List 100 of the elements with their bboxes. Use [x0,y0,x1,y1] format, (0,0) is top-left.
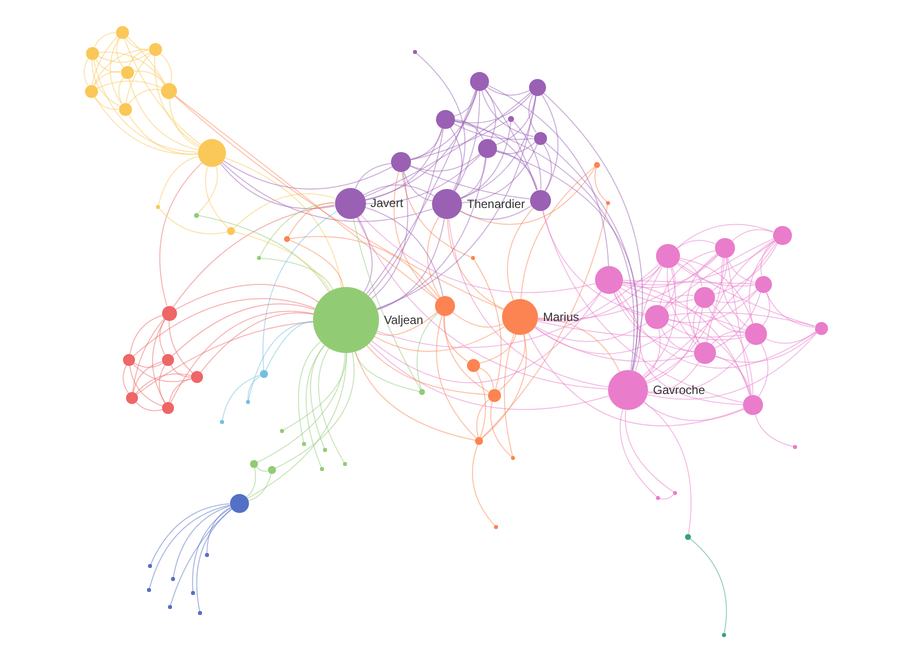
node-circle [227,227,235,235]
node-circle [168,605,172,609]
link-line [169,98,200,148]
link-line [170,310,314,404]
link-line [352,218,421,390]
link-line [534,304,698,354]
node-circle [250,460,258,468]
link-line [93,58,198,153]
link-line [97,52,150,63]
link-line [690,538,727,634]
link-line [720,257,748,328]
link-line [542,143,552,192]
link-line [444,316,489,392]
link-line [452,312,504,328]
link-line [666,323,746,340]
link-line [376,264,660,348]
link-line [659,494,674,500]
link-line [478,334,516,364]
node-label: Thenardier [467,197,526,211]
link-line [376,312,438,336]
node-circle [162,306,176,320]
link-line [246,467,256,498]
link-line [618,290,642,372]
link-line [364,128,443,201]
link-line [224,157,342,288]
node-circle [191,591,195,595]
node-label: Valjean [384,313,424,327]
link-line [318,348,345,463]
link-line [149,504,230,589]
link-line [374,326,506,352]
node-label: Gavroche [653,383,706,397]
link-line [498,334,526,392]
link-line [715,356,752,396]
node-circle [198,139,226,167]
link-line [766,291,815,328]
link-line [486,86,530,96]
link-line [222,162,434,222]
link-line [622,280,755,284]
node-circle [156,205,160,209]
node-circle [673,491,677,495]
node-circle [478,138,496,158]
node-circle [126,392,138,404]
link-line [130,314,162,355]
link-line [594,167,607,202]
node-circle [475,437,483,445]
link-line [542,210,744,404]
node-label: Marius [543,310,580,324]
link-line [748,241,776,324]
node-circle [220,420,224,424]
link-line [126,36,166,84]
link-line [175,284,319,310]
node-circle [511,456,515,460]
node-circle [534,132,546,144]
link-line [765,331,816,344]
link-line [481,204,608,439]
link-line [366,345,488,396]
node-circle [528,78,546,96]
link-line [116,37,124,68]
link-line [96,80,162,89]
link-line [732,229,774,242]
link-line [410,128,444,160]
link-line [644,242,777,379]
link-line [644,402,692,534]
link-line [364,206,444,297]
link-line [436,315,477,439]
link-line [714,332,817,363]
node-circle [793,445,797,449]
link-line [94,71,121,86]
link-line [368,342,610,410]
link-line [520,166,596,300]
link-line [403,171,433,202]
link-line [262,210,338,370]
link-line [677,262,816,327]
link-line [620,408,657,498]
link-line [222,374,261,421]
link-line [706,240,774,343]
link-line [460,167,596,225]
node-circle [162,354,174,366]
link-line [646,306,703,384]
node-circle [470,72,488,90]
link-line [246,352,347,499]
link-line [487,84,609,266]
link-line [661,328,695,352]
node-circle [656,244,680,268]
link-line [135,373,192,394]
link-line [132,364,192,382]
link-line [133,70,165,85]
node-circle [645,305,669,329]
node-circle [419,389,425,395]
link-line [371,291,602,384]
link-line [664,266,676,308]
link-line [495,142,536,154]
link-line [614,292,695,352]
link-line [223,160,393,190]
node-circle [391,152,411,172]
link-line [354,351,420,392]
link-line [234,232,331,292]
link-line [478,367,494,389]
link-line [714,242,778,295]
link-line [136,402,163,412]
